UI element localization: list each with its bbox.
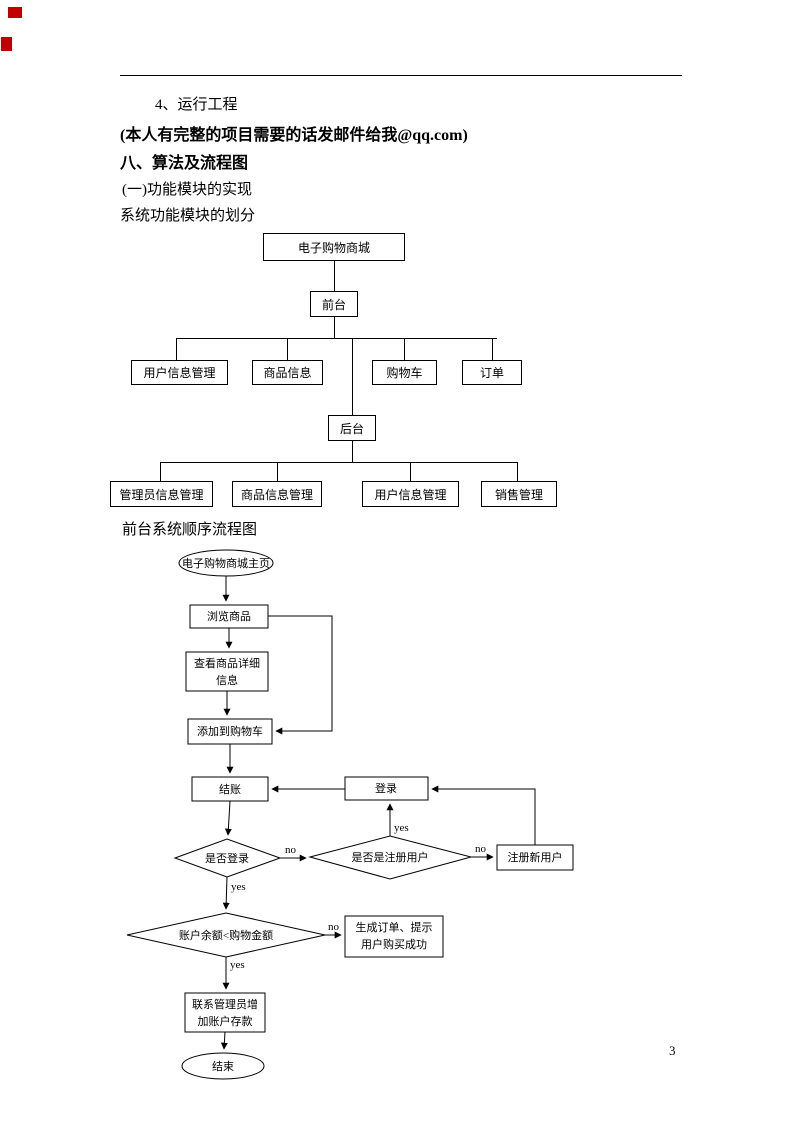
tree-connector xyxy=(176,338,497,339)
flow-end-ellipse xyxy=(181,1052,265,1080)
subsection-heading: (一)功能模块的实现 xyxy=(122,182,252,198)
tree-node-front-child-2: 购物车 xyxy=(372,360,437,385)
tree-node-front-child-3: 订单 xyxy=(462,360,522,385)
tree-connector xyxy=(160,462,161,481)
flow-contact-admin-label-1: 联系管理员增 xyxy=(192,997,258,1011)
flow-connectors xyxy=(220,576,536,1050)
flow-box-view-detail xyxy=(185,651,269,692)
list-item-4: 4、运行工程 xyxy=(155,97,238,113)
tree-connector xyxy=(517,462,518,481)
tree-node-back-child-0: 管理员信息管理 xyxy=(110,481,213,507)
tree-connector xyxy=(334,317,335,338)
flow-view-detail-label-2: 信息 xyxy=(216,673,238,687)
flow-no-label-2: no xyxy=(475,843,487,855)
flow-balance-check-label: 账户余额<购物金额 xyxy=(179,928,273,942)
tree-node-back-child-1: 商品信息管理 xyxy=(232,481,322,507)
flow-start-label: 电子购物商城主页 xyxy=(182,556,270,570)
flow-login-check-label: 是否登录 xyxy=(205,851,249,865)
flow-box-checkout xyxy=(191,776,269,802)
tree-node-back-child-2: 用户信息管理 xyxy=(362,481,459,507)
tree-connector xyxy=(176,338,177,360)
tree-connector xyxy=(410,462,411,481)
flow-yes-label-3: yes xyxy=(230,959,245,971)
flow-yes-label-1: yes xyxy=(394,822,409,834)
tree-connector xyxy=(352,441,353,462)
flow-box-contact-admin xyxy=(184,992,266,1033)
red-artifact-2 xyxy=(1,37,12,51)
flow-registered-check-label: 是否是注册用户 xyxy=(352,850,429,864)
tree-connector xyxy=(160,462,518,463)
tree-connector xyxy=(334,261,335,291)
flow-view-detail-label-1: 查看商品详细 xyxy=(194,656,260,670)
flow-box-login xyxy=(344,776,429,801)
flow-contact-admin-label-2: 加账户存款 xyxy=(198,1014,253,1028)
flow-box-browse xyxy=(189,604,269,629)
contact-note: (本人有完整的项目需要的话发邮件给我@qq.com) xyxy=(120,127,468,144)
tree-connector xyxy=(277,462,278,481)
flow-checkout-label: 结账 xyxy=(219,783,241,796)
flow-box-register xyxy=(496,844,574,871)
flow-end-label: 结束 xyxy=(212,1060,234,1073)
flow-no-label-1: no xyxy=(285,844,297,856)
flow-start-ellipse xyxy=(178,549,274,577)
tree-node-back: 后台 xyxy=(328,415,376,441)
flow-diamond-registered-check xyxy=(308,835,473,880)
section-heading: 八、算法及流程图 xyxy=(120,155,249,172)
tree-connector xyxy=(287,338,288,360)
tree-node-back-child-3: 销售管理 xyxy=(481,481,557,507)
tree-node-root: 电子购物商城 xyxy=(263,233,405,261)
caption-modules: 系统功能模块的划分 xyxy=(120,208,256,224)
tree-connector xyxy=(492,338,493,360)
flow-register-label: 注册新用户 xyxy=(508,850,563,864)
page-number: 3 xyxy=(669,1043,676,1058)
caption-flowchart: 前台系统顺序流程图 xyxy=(122,522,258,538)
flow-diamond-login-check xyxy=(173,838,282,878)
flow-yes-label-2: yes xyxy=(231,881,246,893)
flow-diamond-balance-check xyxy=(126,912,326,958)
flow-generate-order-label-1: 生成订单、提示 xyxy=(356,920,433,934)
flow-box-generate-order xyxy=(344,915,444,958)
tree-node-front-child-1: 商品信息 xyxy=(252,360,323,385)
flow-box-add-to-cart xyxy=(187,718,273,745)
header-rule xyxy=(120,75,682,76)
flow-login-label: 登录 xyxy=(375,781,397,795)
red-artifact-1 xyxy=(8,7,22,18)
tree-connector xyxy=(404,338,405,360)
tree-connector xyxy=(352,338,353,415)
flow-generate-order-label-2: 用户购买成功 xyxy=(361,937,427,951)
flow-add-to-cart-label: 添加到购物车 xyxy=(197,724,263,738)
tree-node-front-child-0: 用户信息管理 xyxy=(131,360,228,385)
tree-node-front: 前台 xyxy=(310,291,358,317)
flow-browse-label: 浏览商品 xyxy=(207,609,251,623)
flow-no-label-3: no xyxy=(328,921,340,933)
